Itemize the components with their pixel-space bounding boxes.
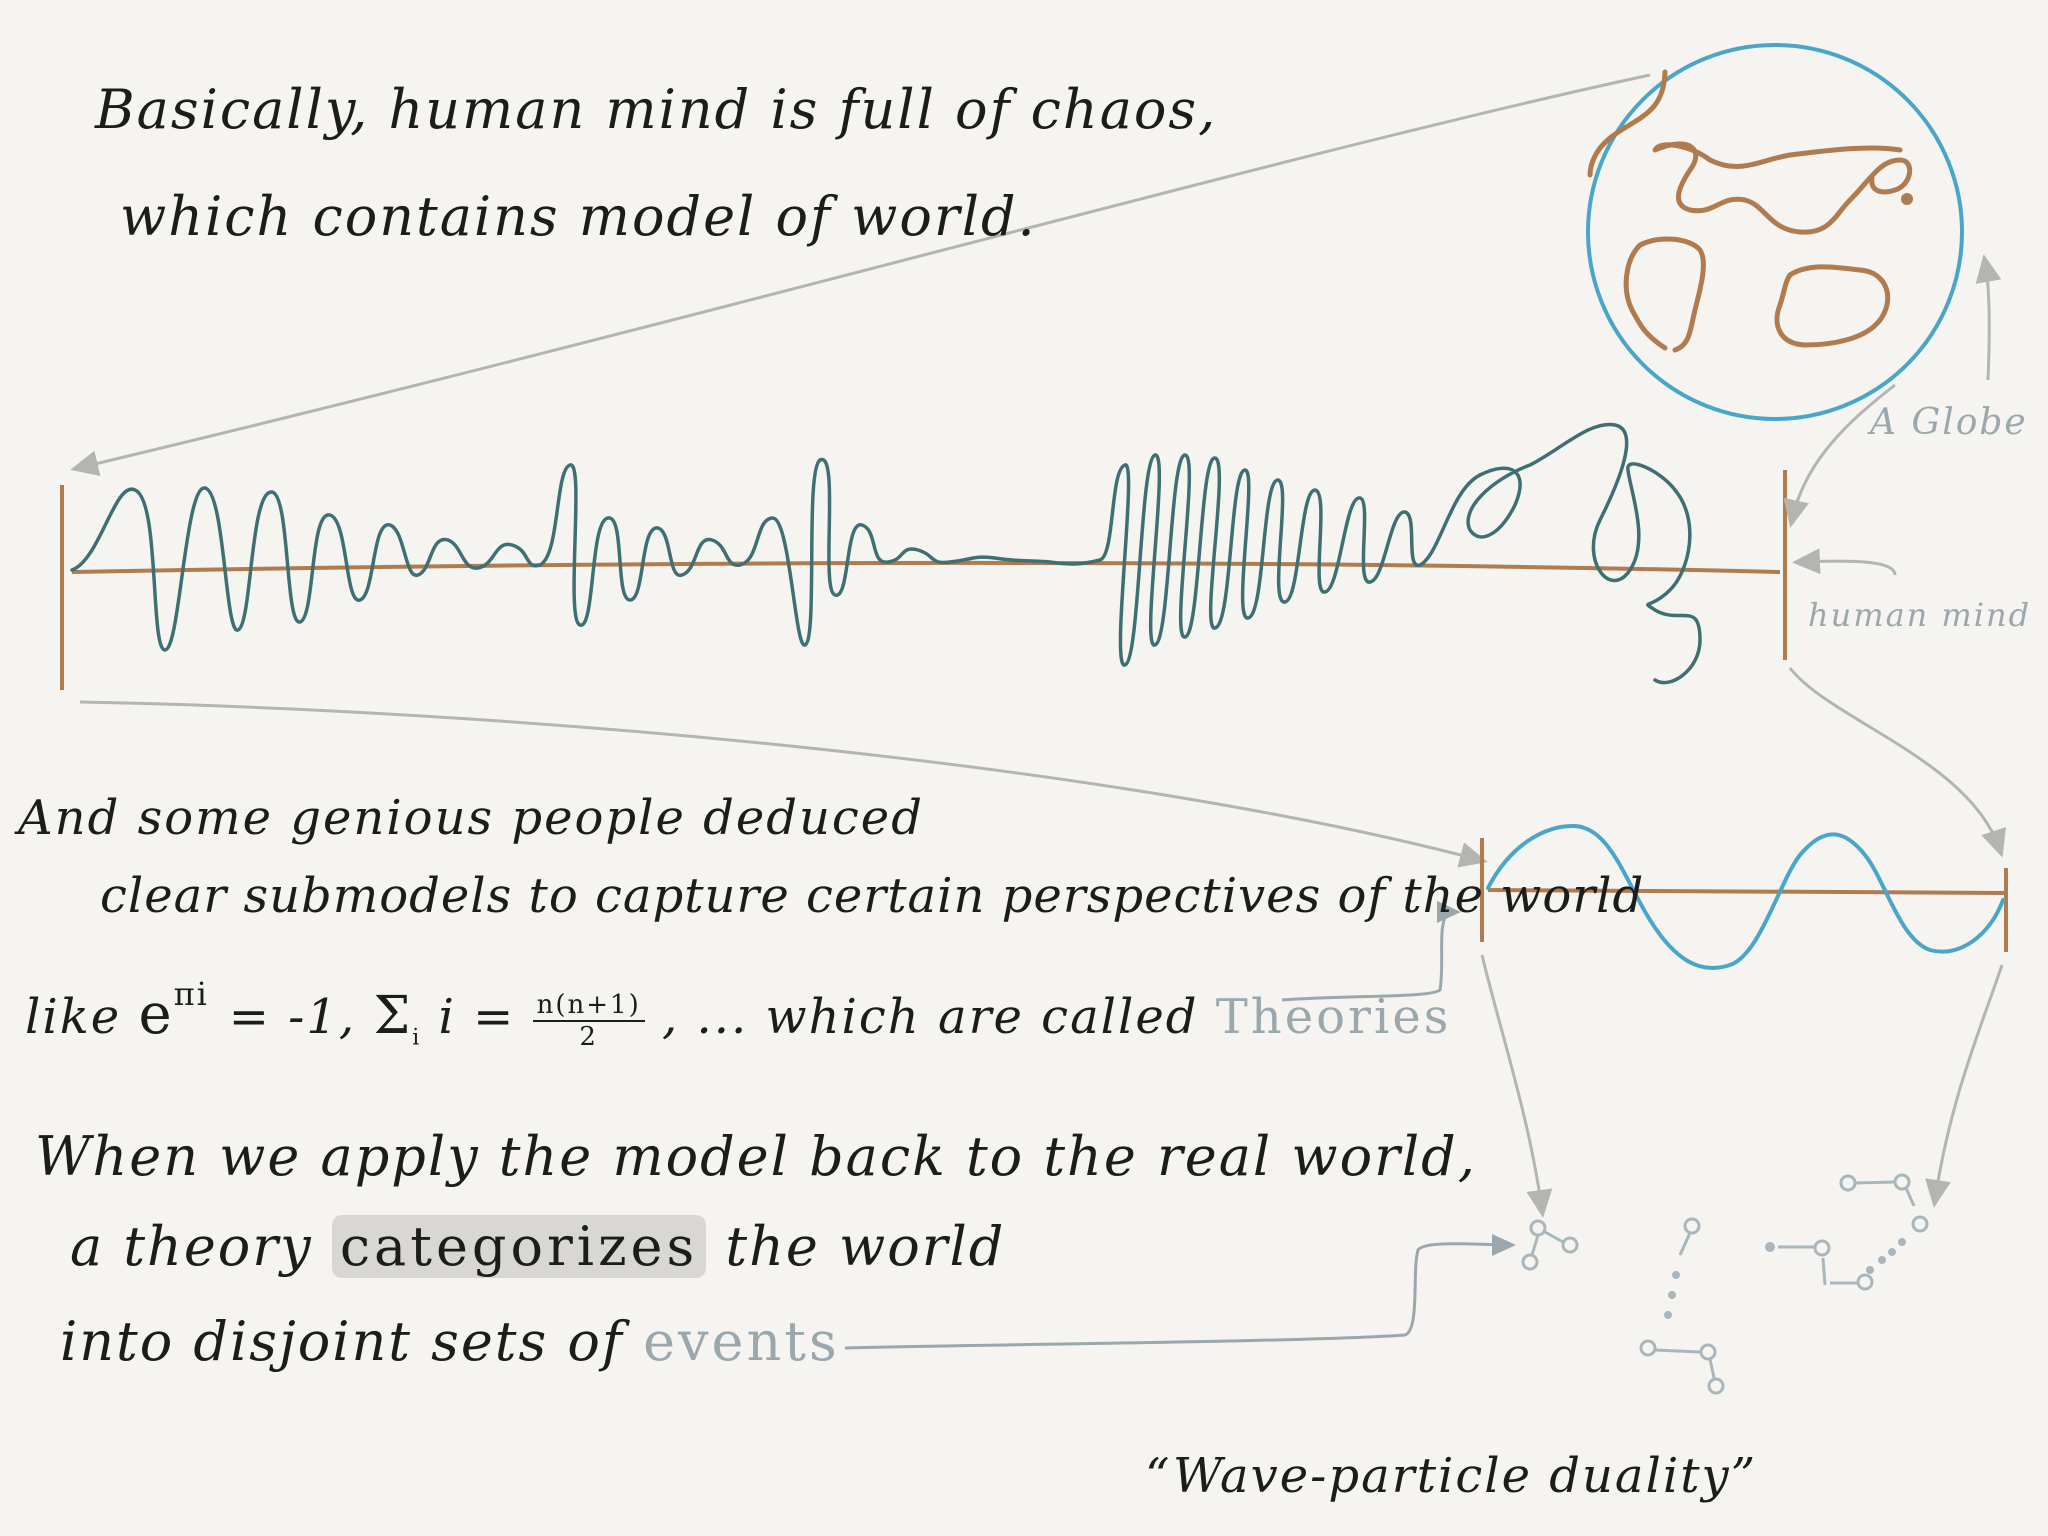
categorizes-highlight: categorizes [331,1215,707,1278]
human-mind-label: human mind [1808,596,2032,634]
chaos-wave [70,422,1702,685]
theories-line-3: like eπi = -1, Σi i = n(n+1) 2 , ... whi… [25,975,1451,1052]
sigma-glyph: Σ [373,986,413,1046]
events-word: events [643,1310,840,1373]
events-connector [844,1233,1516,1350]
events-line-3: into disjoint sets of events [60,1310,840,1373]
the-world-phrase: the world [725,1215,1006,1278]
chaotic-wave-icon [60,422,1787,690]
chaos-to-theory-line-left [79,700,1488,868]
title-line-2: which contains model of world. [120,185,1037,248]
globe-label-arrow [1975,254,2002,381]
sum-denominator: 2 [579,1021,598,1052]
events-line-2: a theory categorizes the world [70,1215,1005,1278]
euler-rhs: = -1, [228,989,357,1045]
events-line-1: When we apply the model back to the real… [35,1125,1477,1188]
sine-wave [1486,823,2005,970]
sine-wave-icon [1480,823,2008,970]
globe-projection-line [70,73,1651,477]
globe-island-dot [1901,193,1913,205]
euler-exponent: πi [173,975,209,1013]
theories-word: Theories [1215,989,1452,1045]
euler-base: e [138,982,174,1047]
globe-to-mind-arrow [1783,383,1896,528]
event-cluster-3 [1765,1173,1929,1291]
event-cluster-1 [1521,1219,1579,1271]
a-theory-phrase: a theory [70,1215,313,1278]
globe-label: A Globe [1870,402,2028,443]
theory-to-events-arrow-right [1925,964,2004,1208]
sum-subscript: i [412,1025,422,1051]
title-line-1: Basically, human mind is full of chaos, [95,78,1218,141]
sum-numerator: n(n+1) [532,990,645,1022]
sum-lhs: i = [438,989,516,1045]
theories-line-2: clear submodels to capture certain persp… [100,868,1645,924]
globe-outline [1586,43,1964,421]
globe-continent-right [1774,264,1891,348]
event-cluster-icon [1521,1173,1929,1395]
like-word: like [25,989,122,1045]
globe-icon [1586,43,1964,421]
sum-symbol: Σi [373,986,421,1050]
called-phrase: , ... which are called [662,989,1199,1045]
euler-identity: eπi [138,975,228,1047]
globe-continent-top [1587,69,1912,235]
sine-axis [1487,888,2006,895]
disjoint-sets-phrase: into disjoint sets of [60,1310,624,1373]
duality-caption: “Wave-particle duality” [1145,1448,1758,1504]
event-cluster-2 [1639,1217,1725,1395]
globe-continent-left [1623,236,1706,353]
chaos-to-theory-line-right [1788,667,2006,858]
theory-to-events-arrow-left [1480,954,1553,1218]
mind-label-arrow [1792,548,1897,576]
theories-line-1: And some genious people deduced [18,790,924,846]
sum-fraction: n(n+1) 2 [532,990,645,1052]
chaos-axis [71,560,1781,574]
theories-connector [1281,901,1461,1002]
